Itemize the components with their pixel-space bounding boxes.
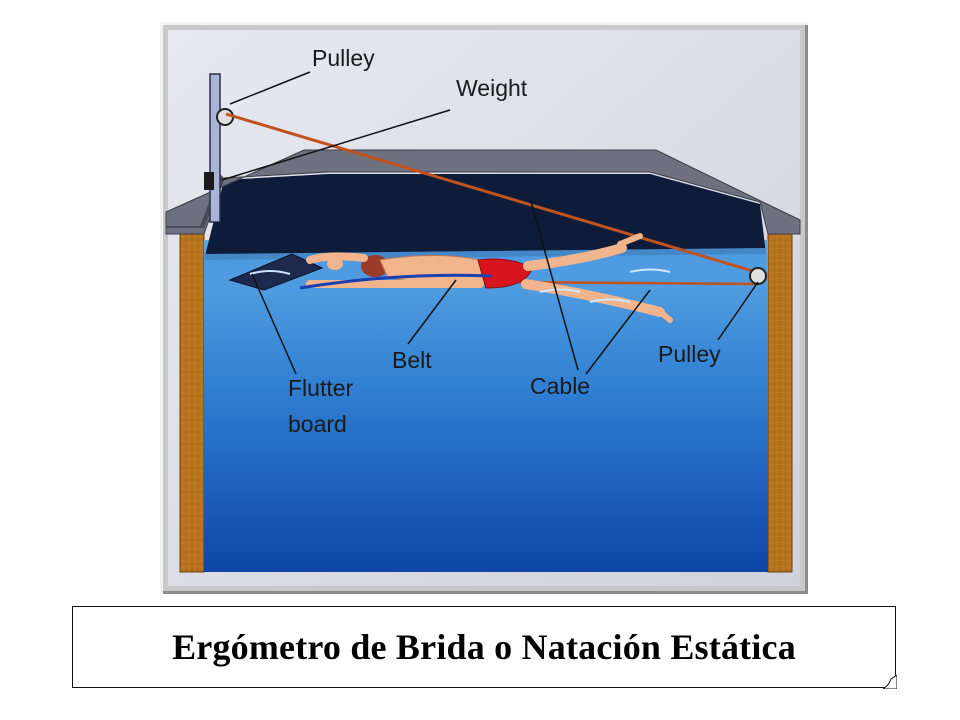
page-curl-icon [883,675,897,689]
label-board: board [288,411,347,437]
label-pulley-top: Pulley [312,45,375,71]
cable-upper [225,112,757,274]
label-cable: Cable [530,373,590,399]
label-flutter: Flutter [288,375,354,401]
belt [299,273,493,290]
pool-deck [165,149,801,235]
pool-back-wall [204,174,766,260]
right-pulley-icon [749,267,767,285]
weight-block [204,172,214,190]
left-pool-wall [179,231,205,573]
top-pulley-icon [216,108,234,126]
caption-box: Ergómetro de Brida o Natación Estática [72,606,897,689]
diagram-frame: Pulley Weight Belt Flutter board Cable P… [160,22,808,594]
swim-ergometer-diagram: Pulley Weight Belt Flutter board Cable P… [165,30,801,586]
swimmer [306,233,673,323]
label-belt: Belt [392,347,432,373]
weight-post [209,73,221,223]
caption-title: Ergómetro de Brida o Natación Estática [172,627,796,667]
leader-lines [221,71,759,375]
right-pool-wall [767,231,793,573]
label-weight: Weight [456,75,528,101]
pool-water [204,240,768,572]
label-pulley-right: Pulley [658,341,721,367]
water-ripples [249,268,671,303]
